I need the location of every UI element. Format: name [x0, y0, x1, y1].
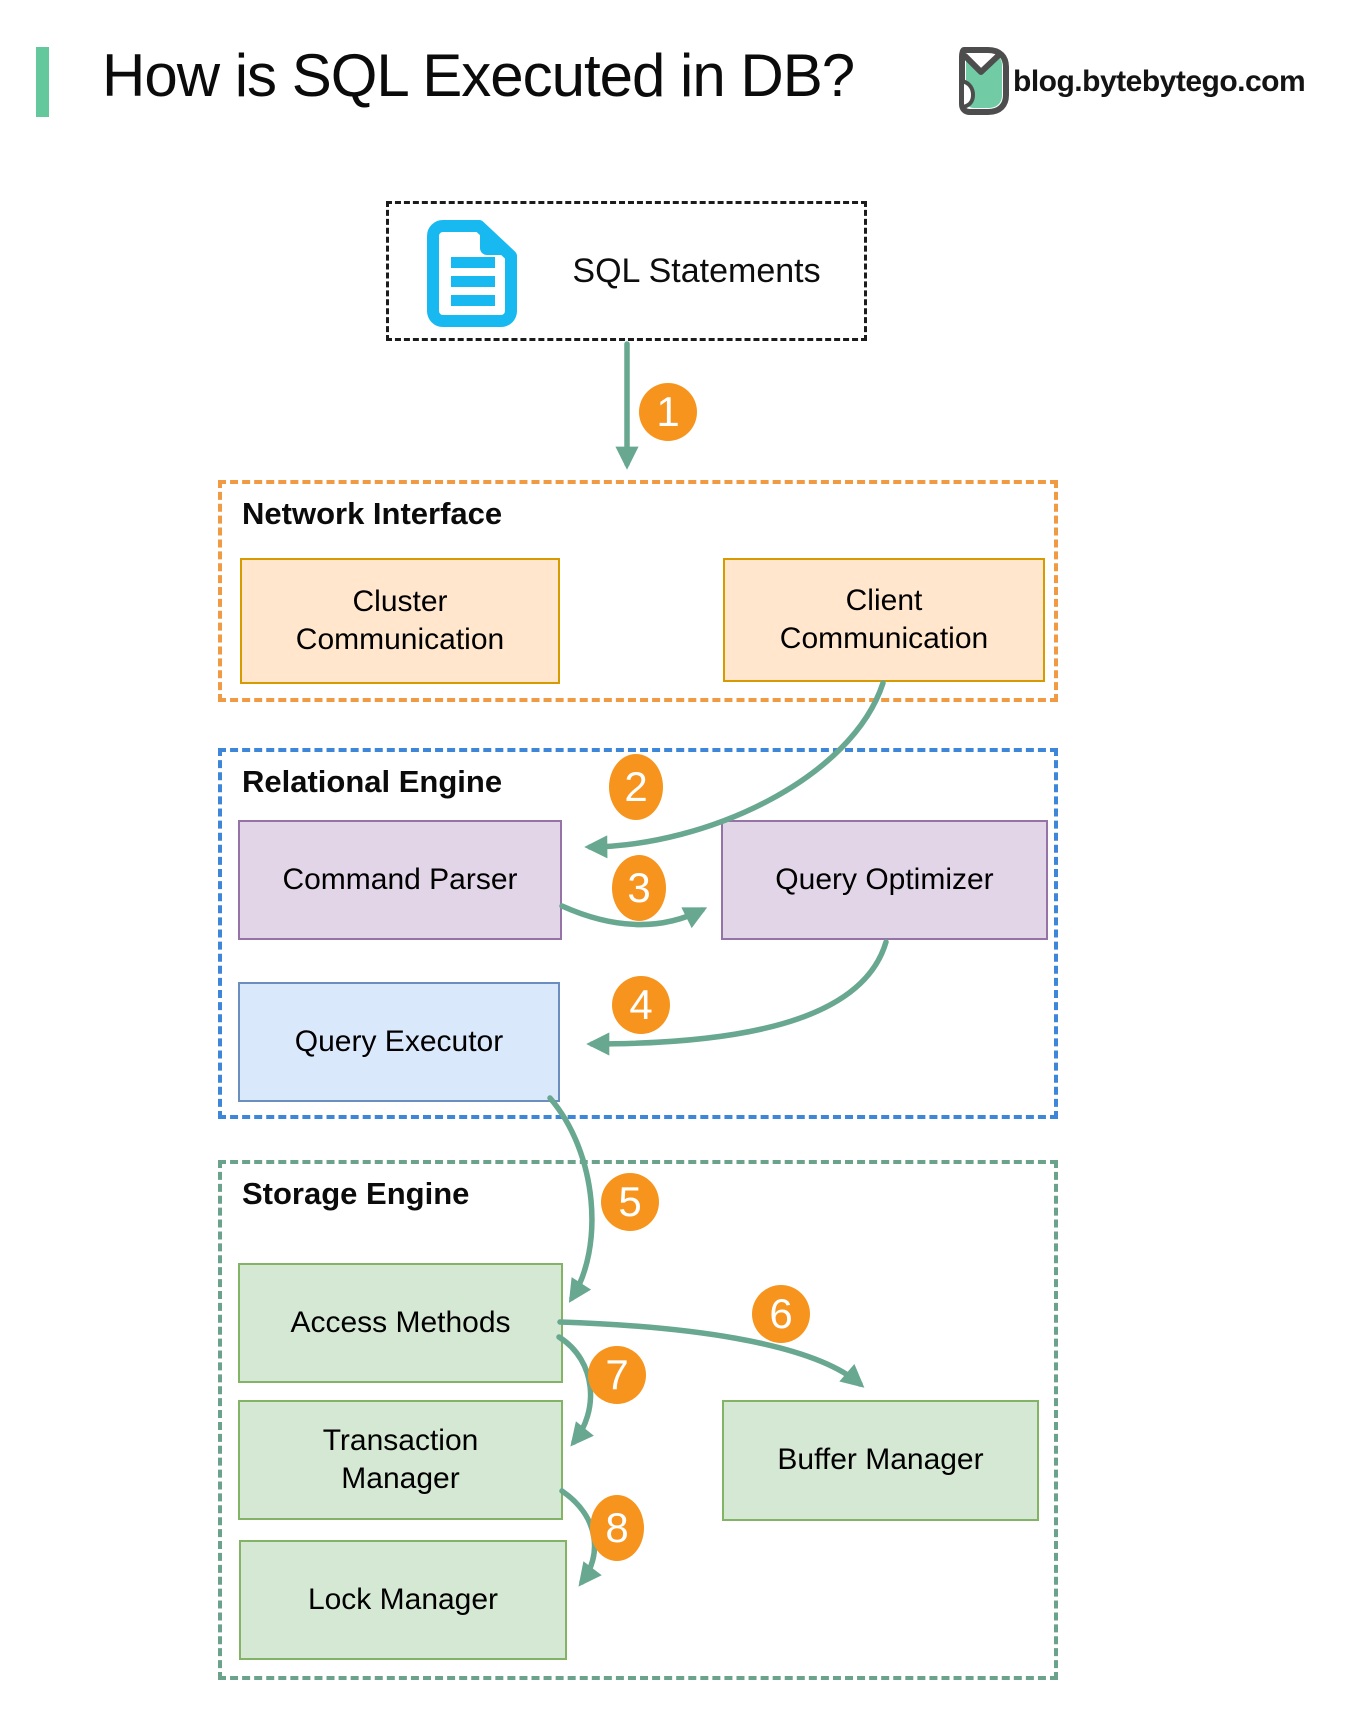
box-transaction-manager-label: Transaction Manager	[322, 1423, 479, 1495]
box-client-communication-label: Client Communication	[779, 583, 989, 655]
box-buffer-manager: Buffer Manager	[722, 1400, 1039, 1521]
step-badge-1: 1	[639, 383, 697, 441]
step-badge-8: 8	[590, 1495, 644, 1561]
step-badge-4: 4	[612, 976, 670, 1034]
box-query-optimizer-label: Query Optimizer	[775, 862, 994, 896]
box-transaction-manager: Transaction Manager	[238, 1400, 563, 1520]
document-icon	[427, 220, 517, 327]
box-command-parser-label: Command Parser	[282, 862, 518, 896]
box-cluster-communication-label: Cluster Communication	[295, 584, 505, 656]
box-client-communication: Client Communication	[723, 558, 1045, 682]
step-7-number: 7	[605, 1351, 629, 1398]
step-badge-7: 7	[588, 1346, 646, 1404]
box-access-methods: Access Methods	[238, 1263, 563, 1383]
section-title-storage-engine: Storage Engine	[242, 1176, 470, 1211]
box-buffer-manager-label: Buffer Manager	[777, 1443, 984, 1477]
box-lock-manager: Lock Manager	[239, 1540, 567, 1660]
step-3-number: 3	[627, 864, 651, 911]
sql-statements-label: SQL Statements	[572, 251, 821, 290]
step-badge-2: 2	[609, 754, 663, 820]
step-badge-5: 5	[601, 1173, 659, 1231]
box-query-optimizer: Query Optimizer	[721, 820, 1048, 940]
box-query-executor-label: Query Executor	[294, 1024, 504, 1058]
box-cluster-communication: Cluster Communication	[240, 558, 560, 684]
box-access-methods-label: Access Methods	[290, 1305, 511, 1339]
page-title: How is SQL Executed in DB?	[102, 42, 855, 109]
box-command-parser: Command Parser	[238, 820, 562, 940]
section-title-relational-engine: Relational Engine	[242, 764, 503, 799]
step-badge-3: 3	[612, 855, 666, 921]
step-2-number: 2	[624, 763, 648, 810]
step-badge-6: 6	[752, 1285, 810, 1343]
section-title-network-interface: Network Interface	[242, 496, 503, 531]
step-8-number: 8	[605, 1504, 629, 1551]
box-lock-manager-label: Lock Manager	[307, 1582, 499, 1616]
step-4-number: 4	[629, 981, 653, 1028]
step-6-number: 6	[769, 1290, 793, 1337]
step-5-number: 5	[618, 1178, 642, 1225]
box-query-executor: Query Executor	[238, 982, 560, 1102]
site-url: blog.bytebytego.com	[1013, 65, 1306, 98]
sql-statements-box: SQL Statements	[386, 201, 867, 341]
section-storage-engine: Storage Engine	[218, 1160, 1058, 1680]
bytebytego-logo-icon	[959, 47, 1009, 115]
title-accent-bar	[36, 47, 49, 117]
step-1-number: 1	[656, 388, 680, 435]
